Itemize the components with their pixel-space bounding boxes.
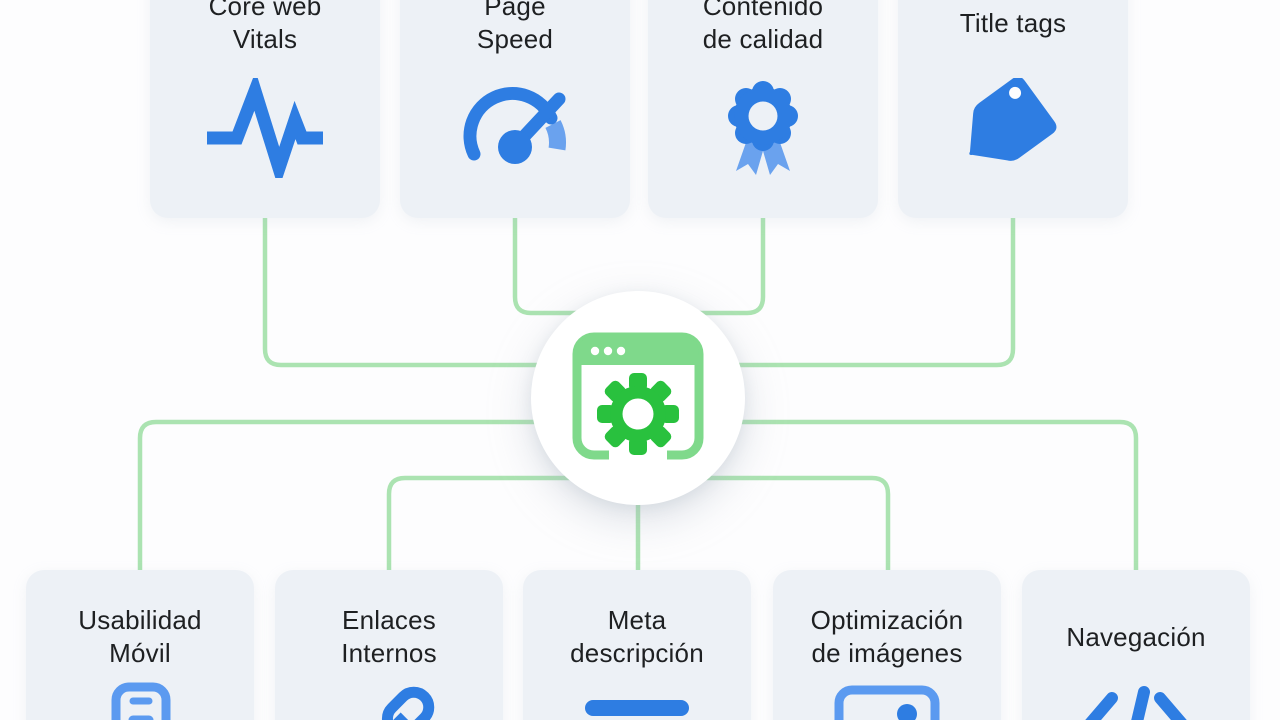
card-title-tags: Title tags <box>898 0 1128 218</box>
pulse-icon <box>207 78 323 178</box>
card-title-line: Page <box>484 0 546 21</box>
card-title-line: Enlaces <box>342 605 436 635</box>
card-title: Title tags <box>960 0 1067 56</box>
card-meta-descripcion: Meta descripción <box>523 570 751 720</box>
card-title-line: Contenido <box>702 0 824 21</box>
browser-gear-icon <box>572 332 704 461</box>
code-icon <box>1085 686 1187 720</box>
link-icon <box>369 686 435 720</box>
card-title-line: Navegación <box>1066 621 1206 652</box>
card-contenido-de-calidad: Contenido de calidad <box>648 0 878 218</box>
card-title-line: Speed <box>476 24 554 54</box>
card-title: Core web Vitals <box>209 0 322 56</box>
card-title-line: de imágenes <box>811 638 963 668</box>
card-title: Usabilidad Móvil <box>78 604 201 670</box>
card-title-line: Title tags <box>959 7 1067 38</box>
award-badge-icon <box>728 81 798 175</box>
card-page-speed: Page Speed <box>400 0 630 218</box>
card-title: Page Speed <box>477 0 553 56</box>
card-enlaces-internos: Enlaces Internos <box>275 570 503 720</box>
tag-icon <box>969 78 1057 161</box>
card-title-line: Móvil <box>109 638 171 668</box>
speedometer-icon <box>463 87 566 164</box>
text-lines-icon <box>585 700 689 716</box>
card-title: Meta descripción <box>570 604 704 670</box>
smartphone-icon <box>111 682 171 720</box>
card-title-line: Meta <box>607 605 667 635</box>
image-icon <box>834 685 940 720</box>
gear-icon <box>597 373 679 455</box>
card-title-line: de calidad <box>702 24 824 54</box>
card-usabilidad-movil: Usabilidad Móvil <box>26 570 254 720</box>
card-core-web-vitals: Core web Vitals <box>150 0 380 218</box>
card-title-line: Optimización <box>810 605 964 635</box>
card-navegacion: Navegación <box>1022 570 1250 720</box>
card-title-line: Core web <box>208 0 322 21</box>
card-title: Enlaces Internos <box>341 604 437 670</box>
card-title: Navegación <box>1066 604 1205 670</box>
card-title-line: Usabilidad <box>78 605 202 635</box>
card-optimizacion-de-imagenes: Optimización de imágenes <box>773 570 1001 720</box>
card-title-line: descripción <box>570 638 704 668</box>
card-title: Optimización de imágenes <box>811 604 964 670</box>
card-title: Contenido de calidad <box>703 0 824 56</box>
card-title-line: Internos <box>341 638 437 668</box>
card-title-line: Vitals <box>232 24 298 54</box>
